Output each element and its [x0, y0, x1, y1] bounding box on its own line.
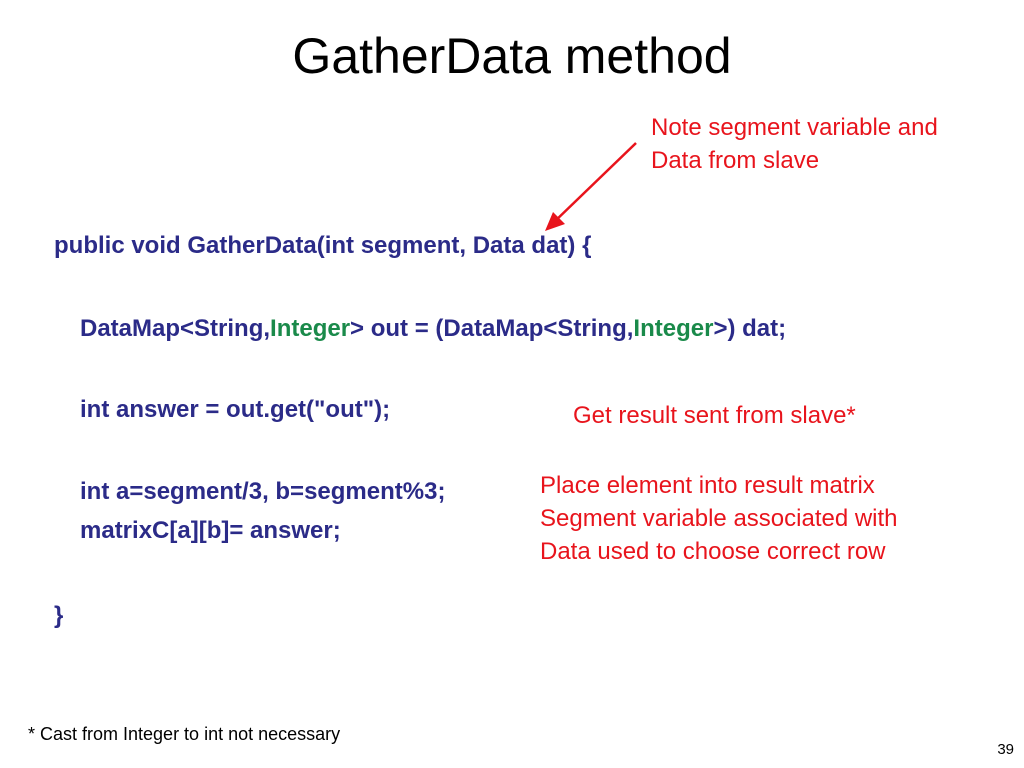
- slide-title: GatherData method: [292, 28, 732, 84]
- footnote: * Cast from Integer to int not necessary: [28, 724, 341, 744]
- segment-note-line: Note segment variable and: [651, 114, 938, 141]
- place-note-line: Data used to choose correct row: [540, 538, 886, 565]
- segment-note-line: Data from slave: [651, 147, 820, 174]
- code-token-generic: Integer: [633, 315, 714, 342]
- arrow-shaft: [551, 142, 637, 225]
- code-line-close-brace: }: [54, 602, 64, 629]
- code-token-generic: Integer: [270, 315, 351, 342]
- place-note: Place element into result matrix Segment…: [540, 469, 898, 568]
- segment-note: Note segment variable and Data from slav…: [651, 111, 938, 177]
- arrow-head: [545, 212, 565, 231]
- result-note: Get result sent from slave*: [573, 402, 856, 429]
- code-line-assign: matrixC[a][b]= answer;: [80, 517, 341, 544]
- code-token: DataMap<String,: [80, 315, 271, 342]
- code-token: >) dat;: [713, 315, 787, 342]
- place-note-line: Place element into result matrix: [540, 472, 875, 499]
- code-line-indices: int a=segment/3, b=segment%3;: [80, 478, 446, 505]
- code-line-answer: int answer = out.get("out");: [80, 396, 391, 423]
- code-line-datamap: DataMap<String,Integer> out = (DataMap<S…: [80, 314, 786, 344]
- code-line-signature: public void GatherData(int segment, Data…: [54, 232, 592, 259]
- code-token: > out = (DataMap<String,: [350, 315, 634, 342]
- place-note-line: Segment variable associated with: [540, 505, 898, 532]
- page-number: 39: [997, 741, 1014, 758]
